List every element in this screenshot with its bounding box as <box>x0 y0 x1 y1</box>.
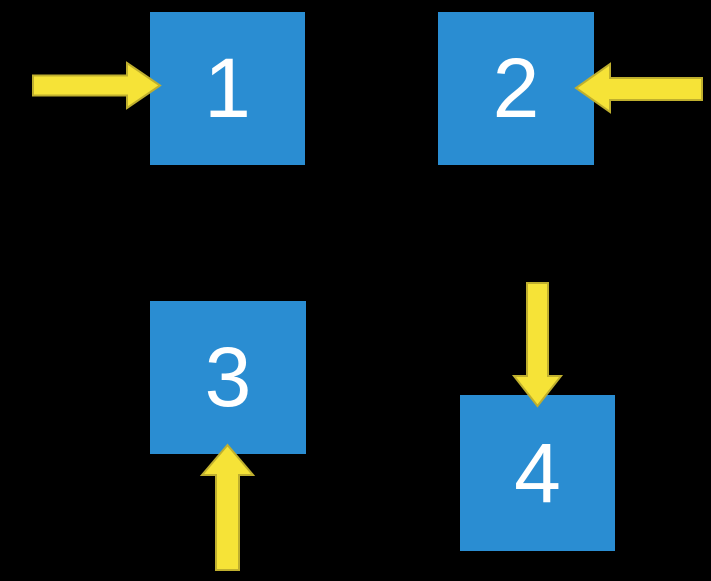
square-4: 4 <box>460 395 615 551</box>
square-4-label: 4 <box>514 425 561 520</box>
arrow-up-icon <box>199 443 256 571</box>
square-3: 3 <box>150 301 306 454</box>
square-1: 1 <box>150 12 305 165</box>
square-3-label: 3 <box>204 330 252 424</box>
arrow-left-icon <box>574 62 703 114</box>
square-2-label: 2 <box>492 41 540 135</box>
arrow-right-icon <box>32 61 162 110</box>
square-1-label: 1 <box>204 41 251 135</box>
arrow-down-icon <box>511 282 564 408</box>
square-2: 2 <box>438 12 594 165</box>
